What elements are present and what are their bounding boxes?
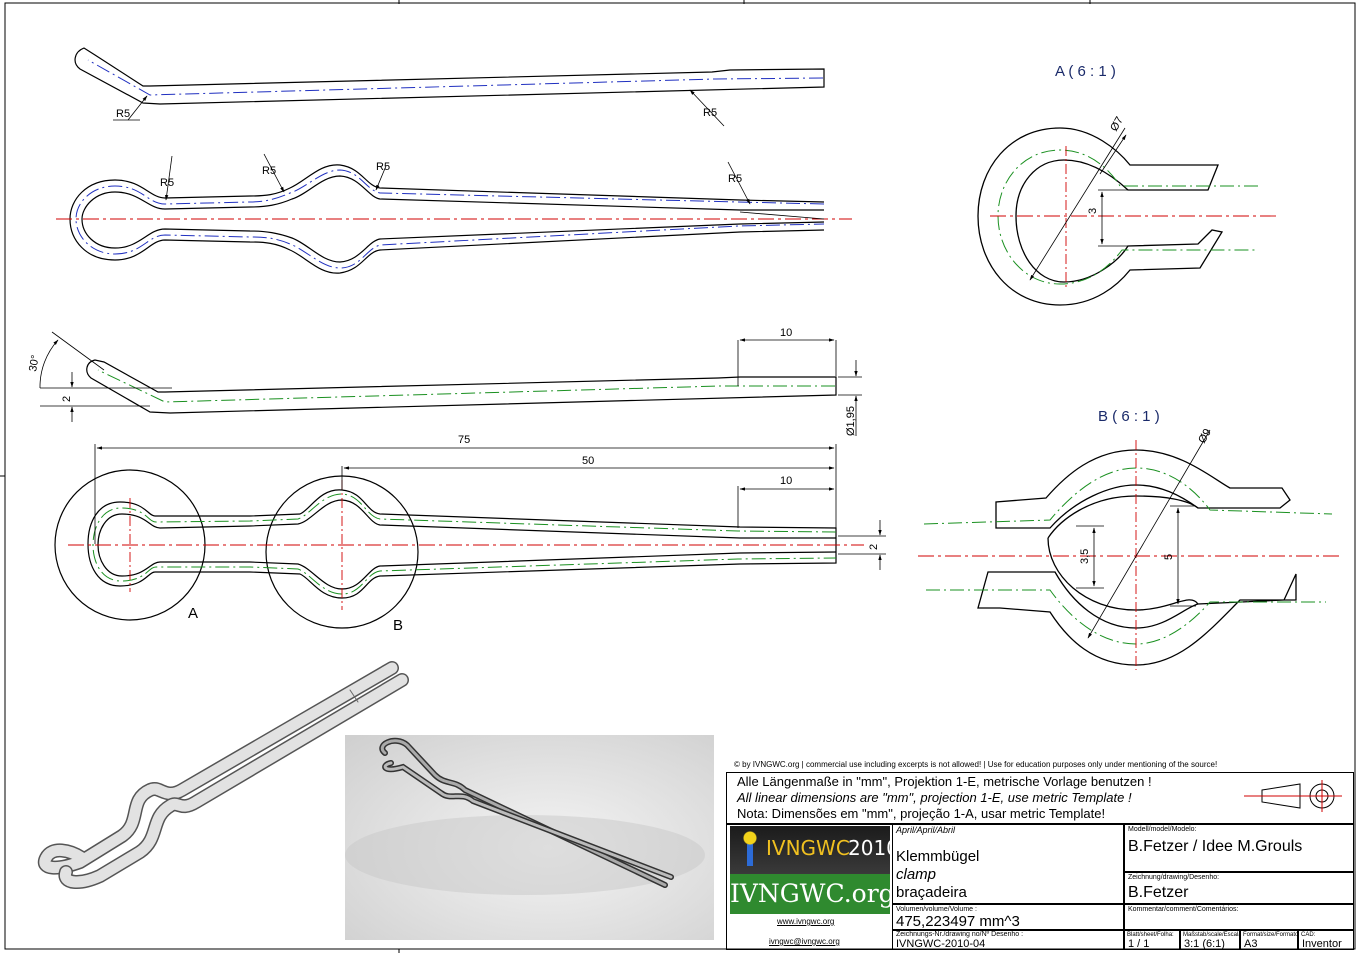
dim-dia-9: Ø9 bbox=[1196, 427, 1214, 446]
logo-site: IVNGWC.org bbox=[730, 874, 890, 914]
dim-group-detail-b bbox=[1076, 429, 1211, 639]
scale-cell: Maßstab/scale/Escala: 3:1 (6:1) bbox=[1180, 930, 1240, 950]
dim-len-50: 50 bbox=[582, 455, 594, 467]
volume-label: Volumen/volume/Volume : bbox=[896, 906, 977, 913]
detail-b-view bbox=[918, 440, 1340, 670]
dim-r5-3: R5 bbox=[160, 177, 174, 189]
drawing-no-cell: Zeichnungs-Nr./drawing no/Nº Desenho : I… bbox=[892, 930, 1124, 950]
model-value: B.Fetzer / Idee M.Grouls bbox=[1128, 838, 1303, 855]
detail-b-title: B ( 6 : 1 ) bbox=[1098, 408, 1160, 425]
dim-r5-5: R5 bbox=[376, 161, 390, 173]
product-render bbox=[345, 735, 714, 940]
mail-link[interactable]: ivngwc@ivngwc.org bbox=[769, 937, 840, 946]
logo-figure-icon bbox=[738, 830, 762, 870]
drawing-label: Zeichnung/drawing/Desenho: bbox=[1128, 874, 1220, 881]
scale-label: Maßstab/scale/Escala: bbox=[1183, 932, 1240, 938]
dim-5: 5 bbox=[1163, 554, 1175, 560]
dim-angle-30: 30° bbox=[27, 354, 42, 372]
format-value: A3 bbox=[1244, 938, 1258, 950]
isometric-3d-view bbox=[38, 661, 409, 889]
sheet-cell: Blatt/sheet/Folha: 1 / 1 bbox=[1124, 930, 1180, 950]
dim-gap-2: 2 bbox=[868, 544, 880, 550]
model-cell: Modell/model/Modelo: B.Fetzer / Idee M.G… bbox=[1124, 824, 1354, 872]
dim-r5-1: R5 bbox=[116, 108, 130, 120]
dim-len-10-bottom: 10 bbox=[780, 475, 792, 487]
dim-r5-6: R5 bbox=[728, 173, 742, 185]
dim-3: 3 bbox=[1087, 208, 1099, 214]
projection-symbol bbox=[1244, 780, 1342, 812]
side-view-top bbox=[74, 47, 825, 105]
title-en: clamp bbox=[896, 866, 937, 883]
dim-len-75: 75 bbox=[458, 434, 470, 446]
sheet-label: Blatt/sheet/Folha: bbox=[1127, 932, 1174, 938]
title-pt: braçadeira bbox=[896, 884, 967, 901]
dim-dia-195: Ø1,95 bbox=[845, 406, 857, 436]
model-label: Modell/model/Modelo: bbox=[1128, 826, 1197, 833]
dim-offset-2: 2 bbox=[61, 396, 73, 402]
plan-view-top bbox=[56, 164, 852, 274]
comment-label: Kommentar/comment/Comentários: bbox=[1128, 906, 1239, 913]
detail-a-title: A ( 6 : 1 ) bbox=[1055, 63, 1116, 80]
clamp-render-image bbox=[345, 737, 705, 895]
dim-group-plan bbox=[165, 153, 751, 205]
dim-35: 3,5 bbox=[1079, 549, 1091, 564]
volume-value: 475,223497 mm^3 bbox=[896, 913, 1020, 930]
dim-r5-4: R5 bbox=[262, 165, 276, 177]
date-label: April/April/Abril bbox=[896, 825, 956, 835]
drawing-value: B.Fetzer bbox=[1128, 884, 1189, 901]
title-cell: April/April/Abril Klemmbügel clamp braça… bbox=[892, 824, 1124, 904]
cad-cell: CAD: Inventor bbox=[1298, 930, 1354, 950]
drawing-no-value: IVNGWC-2010-04 bbox=[896, 938, 986, 950]
logo-cell: www.ivngwc.org ivngwc@ivngwc.org bbox=[726, 824, 892, 950]
dim-r5-2: R5 bbox=[703, 107, 717, 119]
volume-cell: Volumen/volume/Volume : 475,223497 mm^3 bbox=[892, 904, 1124, 930]
note-pt: Nota: Dimensões em "mm", projeção 1-A, u… bbox=[737, 806, 1106, 821]
cad-label: CAD: bbox=[1301, 932, 1316, 938]
logo-year: 2010 bbox=[848, 836, 890, 860]
logo-banner: IVNGWC bbox=[766, 836, 850, 860]
detail-label-a: A bbox=[188, 605, 198, 622]
notes-cell: Alle Längenmaße in "mm", Projektion 1-E,… bbox=[726, 772, 1354, 824]
cad-value: Inventor bbox=[1302, 938, 1342, 950]
format-cell: Format/size/Formato: A3 bbox=[1240, 930, 1298, 950]
dim-group-detail-a bbox=[1029, 127, 1128, 281]
web-link[interactable]: www.ivngwc.org bbox=[777, 917, 835, 926]
detail-label-b: B bbox=[393, 617, 403, 634]
note-de: Alle Längenmaße in "mm", Projektion 1-E,… bbox=[737, 774, 1152, 789]
side-view-dimensioned bbox=[86, 359, 837, 414]
dim-group-top bbox=[113, 89, 725, 127]
copyright-notice: © by IVNGWC.org | commercial use includi… bbox=[734, 760, 1218, 769]
format-label: Format/size/Formato: bbox=[1243, 932, 1298, 938]
sheet-value: 1 / 1 bbox=[1128, 938, 1150, 950]
drawn-by-cell: Zeichnung/drawing/Desenho: B.Fetzer bbox=[1124, 872, 1354, 904]
title-block: Alle Längenmaße in "mm", Projektion 1-E,… bbox=[726, 772, 1354, 950]
title-de: Klemmbügel bbox=[896, 848, 980, 865]
detail-a-view bbox=[977, 127, 1280, 306]
dim-len-10-top: 10 bbox=[780, 327, 792, 339]
drawing-no-label: Zeichnungs-Nr./drawing no/Nº Desenho : bbox=[896, 931, 1024, 938]
note-en: All linear dimensions are "mm", projecti… bbox=[737, 790, 1132, 805]
scale-value: 3:1 (6:1) bbox=[1184, 938, 1225, 950]
dim-group-plan-bottom bbox=[94, 444, 886, 570]
ivngwc-logo: IVNGWC 2010 IVNGWC.org bbox=[730, 826, 890, 914]
dim-group-side bbox=[39, 331, 862, 436]
comment-cell: Kommentar/comment/Comentários: bbox=[1124, 904, 1354, 930]
plan-view-dimensioned bbox=[54, 469, 864, 629]
